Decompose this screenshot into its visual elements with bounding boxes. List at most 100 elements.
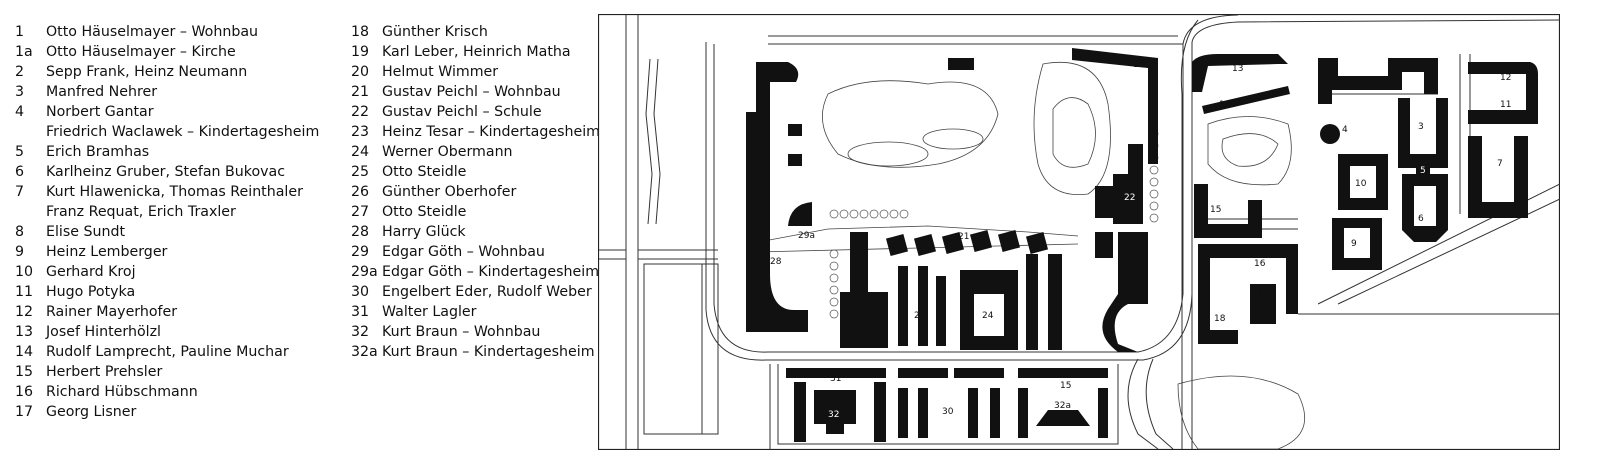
legend-text: Edgar Göth – Kindertagesheim <box>382 264 600 280</box>
legend-text: Werner Obermann <box>382 144 513 160</box>
legend-item: 9 Heinz Lemberger <box>15 242 345 262</box>
building-small <box>948 58 974 70</box>
legend-text: Elise Sundt <box>46 224 126 240</box>
plan-label: 15 <box>1060 381 1071 391</box>
legend-text: Gerhard Kroj <box>46 264 136 280</box>
building-row <box>918 388 928 438</box>
building-1a <box>1095 232 1113 258</box>
plan-label: 31 <box>830 374 841 384</box>
plan-label: 23 <box>1100 198 1111 208</box>
legend-text: Josef Hinterhölzl <box>46 324 161 340</box>
plan-label: 20 <box>1128 281 1140 291</box>
building-row <box>1026 254 1038 350</box>
building-small <box>788 124 802 136</box>
legend-text: Gustav Peichl – Wohnbau <box>382 84 561 100</box>
plan-label: 14 <box>1219 100 1231 110</box>
legend-number: 28 <box>351 224 370 240</box>
legend-text: Gustav Peichl – Schule <box>382 104 542 120</box>
legend-number: 19 <box>351 44 370 60</box>
legend-item: 31 Walter Lagler <box>351 302 596 322</box>
plan-label: 19 <box>1133 60 1145 70</box>
legend-number: 12 <box>15 304 34 320</box>
legend-number: 5 <box>15 144 25 160</box>
building-15 <box>1194 184 1262 238</box>
legend-number: 30 <box>351 284 370 300</box>
plan-label: 1a <box>1100 245 1111 255</box>
legend-number: 32a <box>351 344 378 360</box>
legend-item: 30 Engelbert Eder, Rudolf Weber <box>351 282 596 302</box>
plan-label: 1 <box>1378 63 1384 73</box>
legend-number: 15 <box>15 364 34 380</box>
legend-number: 4 <box>15 104 25 120</box>
legend-text: Manfred Nehrer <box>46 84 158 100</box>
building-3 <box>1398 98 1448 168</box>
plan-label: 16 <box>1254 259 1266 269</box>
building-1-2 <box>1318 58 1438 104</box>
legend-text: Heinz Lemberger <box>46 244 168 260</box>
legend-number: 23 <box>351 124 370 140</box>
building-20 <box>1102 232 1148 352</box>
plan-label: 22 <box>1124 193 1135 203</box>
building-32 <box>814 390 856 434</box>
building-row <box>968 388 978 438</box>
legend-number: 14 <box>15 344 34 360</box>
legend-number: 1 <box>15 24 25 40</box>
site-plan-map: 1 1a 2 3 4 5 6 7 8 9 10 11 12 13 14 15 1… <box>598 14 1560 450</box>
legend-text: Heinz Tesar – Kindertagesheim <box>382 124 600 140</box>
building-7-8 <box>1468 136 1528 218</box>
legend-number: 31 <box>351 304 370 320</box>
legend-number <box>15 122 46 142</box>
building-4 <box>1320 124 1340 144</box>
building-29a <box>788 202 812 226</box>
legend-text: Edgar Göth – Wohnbau <box>382 244 545 260</box>
plan-label: 30 <box>942 407 954 417</box>
legend-text: Günther Oberhofer <box>382 184 517 200</box>
building-9 <box>1332 218 1382 270</box>
legend-text: Richard Hübschmann <box>46 384 198 400</box>
legend-number: 2 <box>15 64 25 80</box>
building-21 <box>1025 231 1049 255</box>
legend-number: 26 <box>351 184 370 200</box>
plan-label: 15 <box>1210 205 1221 215</box>
building-row <box>874 382 886 442</box>
building-24 <box>960 270 1018 350</box>
plan-label: 27 <box>856 259 867 269</box>
plan-label: 11 <box>1500 100 1511 110</box>
plan-label: 6 <box>1418 214 1424 224</box>
legend-text: Helmut Wimmer <box>382 64 499 80</box>
building-row <box>1018 388 1028 438</box>
building-21 <box>941 231 965 255</box>
plan-label: 32 <box>828 410 839 420</box>
plan-label: 4 <box>1342 125 1348 135</box>
legend-text: Engelbert Eder, Rudolf Weber <box>382 284 592 300</box>
building-23 <box>1095 186 1115 218</box>
plan-label: 21 <box>958 232 969 242</box>
building-25 <box>936 276 946 346</box>
building-21 <box>885 233 909 257</box>
legend-text: Walter Lagler <box>382 304 477 320</box>
legend-text: Karl Leber, Heinrich Matha <box>382 44 571 60</box>
legend-item: 26 Günther Oberhofer <box>351 182 596 202</box>
plan-label: 28 <box>770 257 782 267</box>
legend-text: Otto Steidle <box>382 204 467 220</box>
building-21 <box>913 233 937 257</box>
legend-text: Sepp Frank, Heinz Neumann <box>46 64 248 80</box>
legend-number: 18 <box>351 24 370 40</box>
building-32a <box>1036 410 1090 426</box>
legend-text: Kurt Hlawenicka, Thomas Reinthaler <box>46 184 303 200</box>
legend-item: 2 Sepp Frank, Heinz Neumann <box>15 62 345 82</box>
legend-number: 9 <box>15 244 25 260</box>
